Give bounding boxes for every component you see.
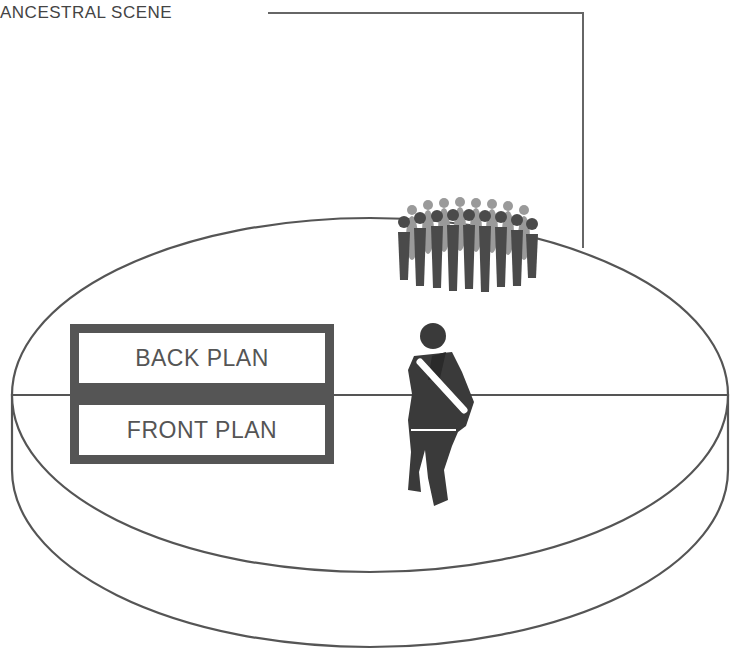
plan-box: BACK PLAN bbox=[79, 333, 325, 383]
crowd bbox=[398, 197, 538, 292]
standing-figure bbox=[408, 323, 474, 506]
callout-label: ANCESTRAL SCENE bbox=[0, 3, 172, 23]
platform-top bbox=[12, 218, 728, 572]
plan-label: BACK PLAN bbox=[135, 345, 269, 372]
plan-frame bbox=[70, 324, 334, 464]
plan-box: FRONT PLAN bbox=[79, 405, 325, 455]
plan-label: FRONT PLAN bbox=[127, 417, 277, 444]
